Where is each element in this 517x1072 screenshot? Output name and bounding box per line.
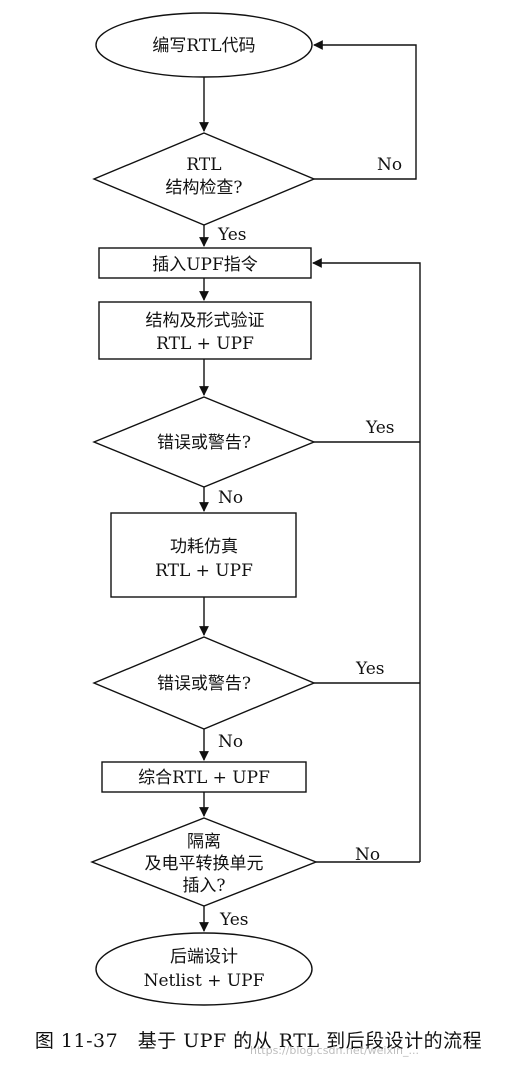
- edge-label-iso-no: No: [355, 845, 380, 865]
- verify-shape: [98, 301, 312, 360]
- power-sim-label-1: 功耗仿真: [170, 537, 238, 557]
- edge-label-err2-yes: Yes: [355, 659, 385, 679]
- end-node-shape: [95, 932, 313, 1006]
- edge-check-no-loop: [313, 40, 417, 180]
- end-node-label-2: Netlist + UPF: [144, 971, 265, 991]
- figure-caption: 图 11-37 基于 UPF 的从 RTL 到后段设计的流程: [34, 1030, 483, 1052]
- watermark-text: https://blog.csdn.net/weixin_...: [250, 1044, 420, 1057]
- edge-label-err1-no: No: [218, 488, 243, 508]
- edge-bus-to-insert: [312, 258, 421, 862]
- verify-label-2: RTL + UPF: [156, 334, 254, 354]
- edge-label-err1-yes: Yes: [365, 418, 395, 438]
- rtl-check-label-2: 结构检查?: [165, 178, 242, 198]
- synth-label: 综合RTL + UPF: [138, 768, 270, 788]
- iso-label-3: 插入?: [182, 876, 225, 896]
- err2-label: 错误或警告?: [157, 674, 251, 694]
- edge-label-err2-no: No: [218, 732, 243, 752]
- upf-flow-diagram: 编写RTL代码 RTL 结构检查? 插入UPF指令 结构及形式验证 RTL + …: [90, 12, 421, 1006]
- iso-label-1: 隔离: [187, 832, 221, 852]
- edge-label-check-no: No: [377, 155, 402, 175]
- err1-label: 错误或警告?: [157, 433, 251, 453]
- edge-label-check-yes: Yes: [217, 225, 247, 245]
- power-sim-label-2: RTL + UPF: [155, 561, 253, 581]
- verify-label-1: 结构及形式验证: [146, 311, 265, 331]
- iso-label-2: 及电平转换单元: [145, 854, 264, 874]
- rtl-check-label-1: RTL: [186, 155, 221, 175]
- insert-upf-shape: [98, 247, 312, 279]
- insert-upf-label: 插入UPF指令: [152, 255, 258, 275]
- end-node-label-1: 后端设计: [170, 947, 238, 967]
- edge-label-iso-yes: Yes: [219, 910, 249, 930]
- start-node-label: 编写RTL代码: [152, 36, 255, 56]
